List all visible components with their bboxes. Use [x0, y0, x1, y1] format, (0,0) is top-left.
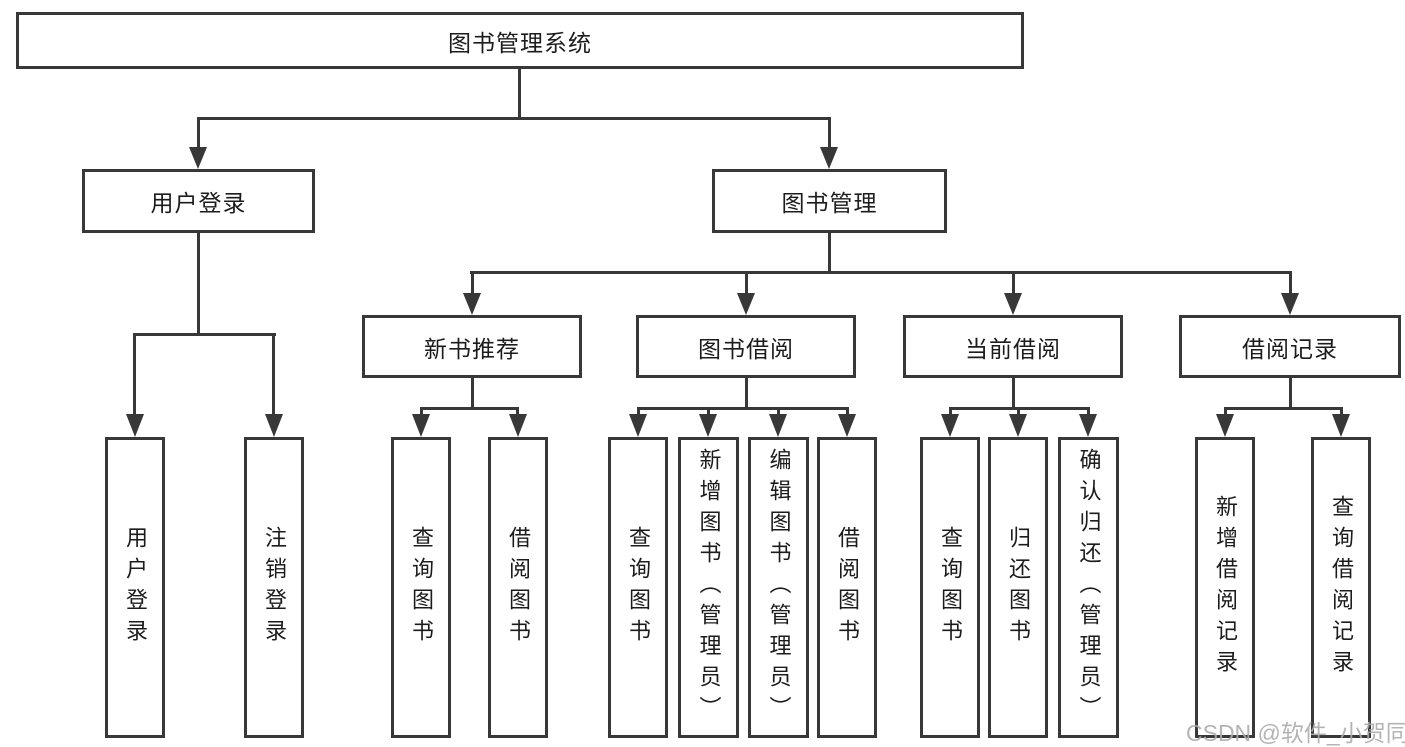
leaf-current-return-books: 归还图书	[988, 437, 1048, 738]
connector-borrowing-records-bus	[1224, 407, 1342, 410]
leaf-user-login: 用户登录	[105, 437, 165, 738]
leaf-label: 归还图书	[1006, 525, 1031, 650]
arrow-down-icon	[1004, 293, 1022, 315]
connector-drop-book-borrowing	[745, 271, 748, 295]
arrow-down-icon	[265, 414, 283, 437]
connector-new-book-stem	[471, 376, 474, 409]
connector-drop-book-management	[828, 117, 831, 149]
arrow-down-icon	[412, 414, 430, 437]
connector-drop	[637, 407, 640, 417]
leaf-records-query-record: 查询借阅记录	[1311, 437, 1371, 738]
leaf-label: 确认归还（管理员）	[1076, 448, 1102, 727]
leaf-label: 查询图书	[409, 525, 434, 650]
arrow-down-icon	[1079, 414, 1097, 437]
connector-drop	[516, 407, 519, 417]
connector-drop-borrowing-records	[1289, 271, 1292, 295]
leaf-records-add-record: 新增借阅记录	[1195, 437, 1255, 738]
arrow-down-icon	[699, 414, 717, 437]
leaf-label: 查询图书	[938, 525, 963, 650]
connector-drop	[420, 407, 423, 417]
leaf-current-query-books: 查询图书	[920, 437, 980, 738]
arrow-down-icon	[509, 414, 527, 437]
connector-drop-login-leaf	[133, 333, 136, 417]
node-label: 图书管理系统	[448, 29, 592, 56]
connector-drop-current-borrowing	[1012, 271, 1015, 295]
arrow-down-icon	[1281, 293, 1299, 315]
leaf-current-confirm-return-admin: 确认归还（管理员）	[1058, 437, 1119, 738]
node-label: 借阅记录	[1242, 335, 1338, 362]
node-user-login: 用户登录	[82, 169, 315, 233]
leaf-borrowing-edit-books-admin: 编辑图书（管理员）	[748, 437, 809, 738]
node-label: 新书推荐	[424, 335, 520, 362]
arrow-down-icon	[629, 414, 647, 437]
node-label: 图书借阅	[698, 335, 794, 362]
connector-drop-new-book	[471, 271, 474, 295]
leaf-logout: 注销登录	[244, 437, 304, 738]
leaf-label: 借阅图书	[835, 525, 860, 650]
connector-level3-bus	[470, 271, 1291, 274]
node-label: 图书管理	[781, 190, 878, 216]
node-current-borrowing: 当前借阅	[903, 315, 1123, 378]
node-library-system: 图书管理系统	[16, 12, 1024, 69]
connector-root-stem	[518, 67, 521, 119]
connector-book-borrowing-stem	[745, 376, 748, 409]
node-borrowing-records: 借阅记录	[1179, 315, 1401, 378]
connector-level2-bus	[197, 117, 831, 120]
connector-drop	[1017, 407, 1020, 417]
connector-drop-user-login	[197, 117, 200, 149]
connector-drop	[1340, 407, 1343, 417]
connector-current-borrowing-stem	[1012, 376, 1015, 409]
node-label: 用户登录	[150, 190, 247, 216]
connector-drop-logout-leaf	[272, 333, 275, 417]
leaf-newbook-borrow-books: 借阅图书	[488, 437, 548, 738]
leaf-label: 新增借阅记录	[1213, 494, 1238, 681]
leaf-label: 注销登录	[262, 525, 287, 650]
connector-user-login-stem	[197, 231, 200, 335]
connector-drop	[707, 407, 710, 417]
arrow-down-icon	[820, 147, 838, 169]
leaf-label: 借阅图书	[506, 525, 531, 650]
connector-book-borrowing-bus	[637, 407, 848, 410]
arrow-down-icon	[1216, 414, 1234, 437]
arrow-down-icon	[1009, 414, 1027, 437]
connector-drop	[1224, 407, 1227, 417]
arrow-down-icon	[769, 414, 787, 437]
connector-drop	[1087, 407, 1090, 417]
connector-drop	[949, 407, 952, 417]
arrow-down-icon	[1332, 414, 1350, 437]
arrow-down-icon	[126, 414, 144, 437]
leaf-borrowing-query-books: 查询图书	[608, 437, 668, 738]
connector-borrowing-records-stem	[1289, 376, 1292, 409]
leaf-borrowing-add-books-admin: 新增图书（管理员）	[678, 437, 739, 738]
arrow-down-icon	[463, 293, 481, 315]
leaf-label: 查询借阅记录	[1329, 494, 1354, 681]
arrow-down-icon	[941, 414, 959, 437]
node-book-borrowing: 图书借阅	[636, 315, 856, 378]
node-label: 当前借阅	[965, 335, 1061, 362]
connector-drop	[846, 407, 849, 417]
leaf-label: 查询图书	[626, 525, 651, 650]
arrow-down-icon	[838, 414, 856, 437]
connector-user-login-bus	[133, 333, 276, 336]
node-new-book-recommend: 新书推荐	[362, 315, 582, 378]
arrow-down-icon	[737, 293, 755, 315]
connector-book-management-stem	[828, 231, 831, 273]
leaf-borrowing-borrow-books: 借阅图书	[817, 437, 877, 738]
connector-drop	[777, 407, 780, 417]
leaf-newbook-query-books: 查询图书	[391, 437, 451, 738]
arrow-down-icon	[189, 147, 207, 169]
node-book-management: 图书管理	[712, 169, 947, 233]
watermark: CSDN @软件_小贺同学	[1186, 720, 1405, 746]
leaf-label: 用户登录	[123, 525, 148, 650]
connector-new-book-bus	[420, 407, 519, 410]
leaf-label: 编辑图书（管理员）	[766, 448, 792, 727]
leaf-label: 新增图书（管理员）	[696, 448, 722, 727]
